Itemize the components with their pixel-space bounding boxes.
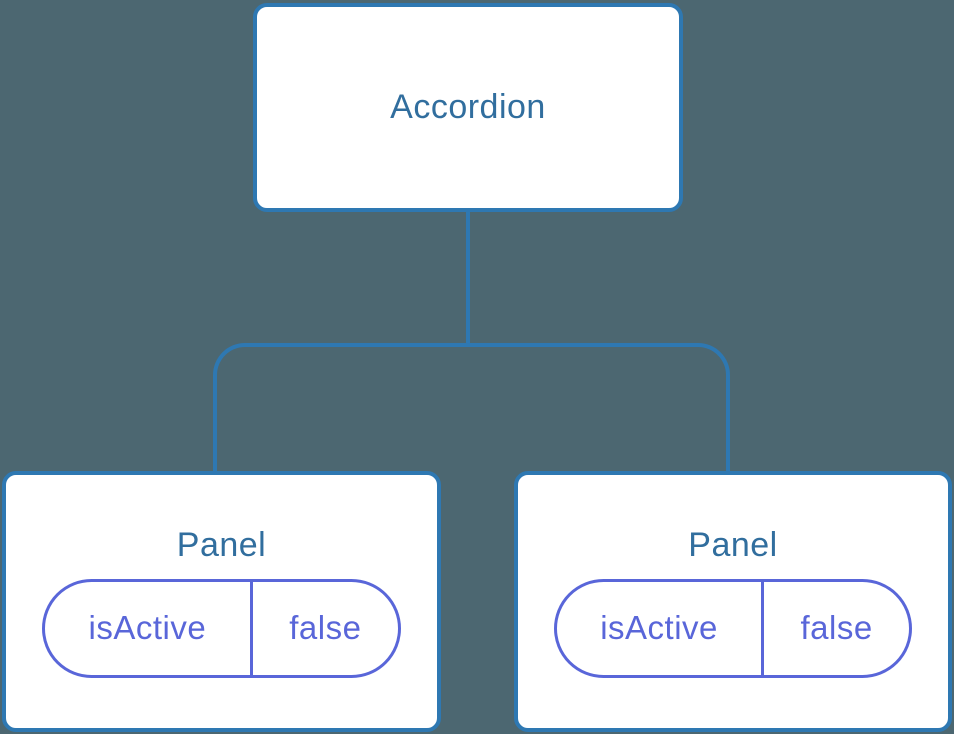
root-node-accordion: Accordion (253, 3, 683, 212)
state-value: false (289, 609, 362, 646)
state-pill: isActive false (42, 578, 401, 678)
connector-bracket (213, 343, 730, 471)
state-pill: isActive false (554, 578, 912, 678)
state-value: false (800, 609, 873, 646)
panel-node-label: Panel (688, 525, 778, 564)
panel-node-label: Panel (176, 525, 267, 564)
root-node-label: Accordion (390, 88, 546, 126)
connector-stem (466, 210, 470, 346)
state-name: isActive (557, 581, 765, 675)
child-node-panel-1: Panel isActive false (2, 471, 441, 732)
state-name: isActive (45, 581, 253, 675)
child-node-panel-2: Panel isActive false (514, 471, 952, 732)
